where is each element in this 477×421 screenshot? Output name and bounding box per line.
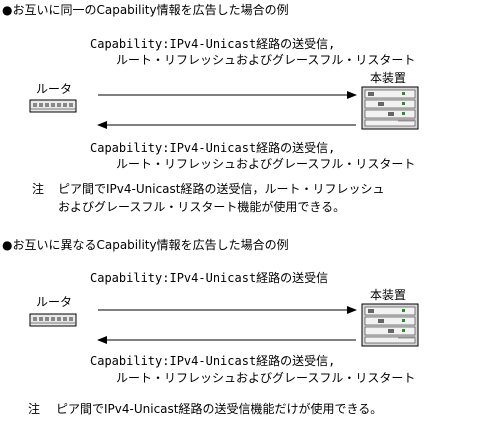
- router-icon: [29, 313, 77, 327]
- note-line1: ピア間でIPv4-Unicast経路の送受信，ルート・リフレッシュ: [58, 181, 384, 196]
- switch-device-icon: [361, 303, 419, 347]
- device-label: 本装置: [370, 71, 406, 85]
- section-heading: ●お互いに異なるCapability情報を広告した場合の例: [2, 237, 289, 252]
- reverse-capability-line1: Capability:IPv4-Unicast経路の送受信,: [90, 353, 335, 368]
- forward-capability-line1: Capability:IPv4-Unicast経路の送受信,: [90, 36, 335, 51]
- section-same-capability: ●お互いに同一のCapability情報を広告した場合の例 Capability…: [2, 2, 419, 214]
- reverse-capability-line2: ルート・リフレッシュおよびグレースフル・リスタート: [116, 371, 415, 385]
- note-label: 注: [32, 181, 44, 196]
- router-label: ルータ: [36, 295, 72, 309]
- note-label: 注: [28, 401, 40, 416]
- forward-capability-line1: Capability:IPv4-Unicast経路の送受信: [90, 270, 328, 285]
- router-label: ルータ: [36, 82, 72, 96]
- device-label: 本装置: [370, 288, 406, 302]
- note-line2: およびグレースフル・リスタート機能が使用できる。: [58, 199, 345, 214]
- section-heading: ●お互いに同一のCapability情報を広告した場合の例: [2, 2, 289, 17]
- note-line1: ピア間でIPv4-Unicast経路の送受信機能だけが使用できる。: [56, 401, 382, 416]
- reverse-capability-line2: ルート・リフレッシュおよびグレースフル・リスタート: [116, 157, 415, 171]
- forward-capability-line2: ルート・リフレッシュおよびグレースフル・リスタート: [116, 53, 415, 67]
- switch-device-icon: [361, 86, 419, 130]
- reverse-capability-line1: Capability:IPv4-Unicast経路の送受信,: [90, 140, 335, 155]
- router-icon: [29, 99, 77, 113]
- section-different-capability: ●お互いに異なるCapability情報を広告した場合の例 Capability…: [2, 237, 419, 416]
